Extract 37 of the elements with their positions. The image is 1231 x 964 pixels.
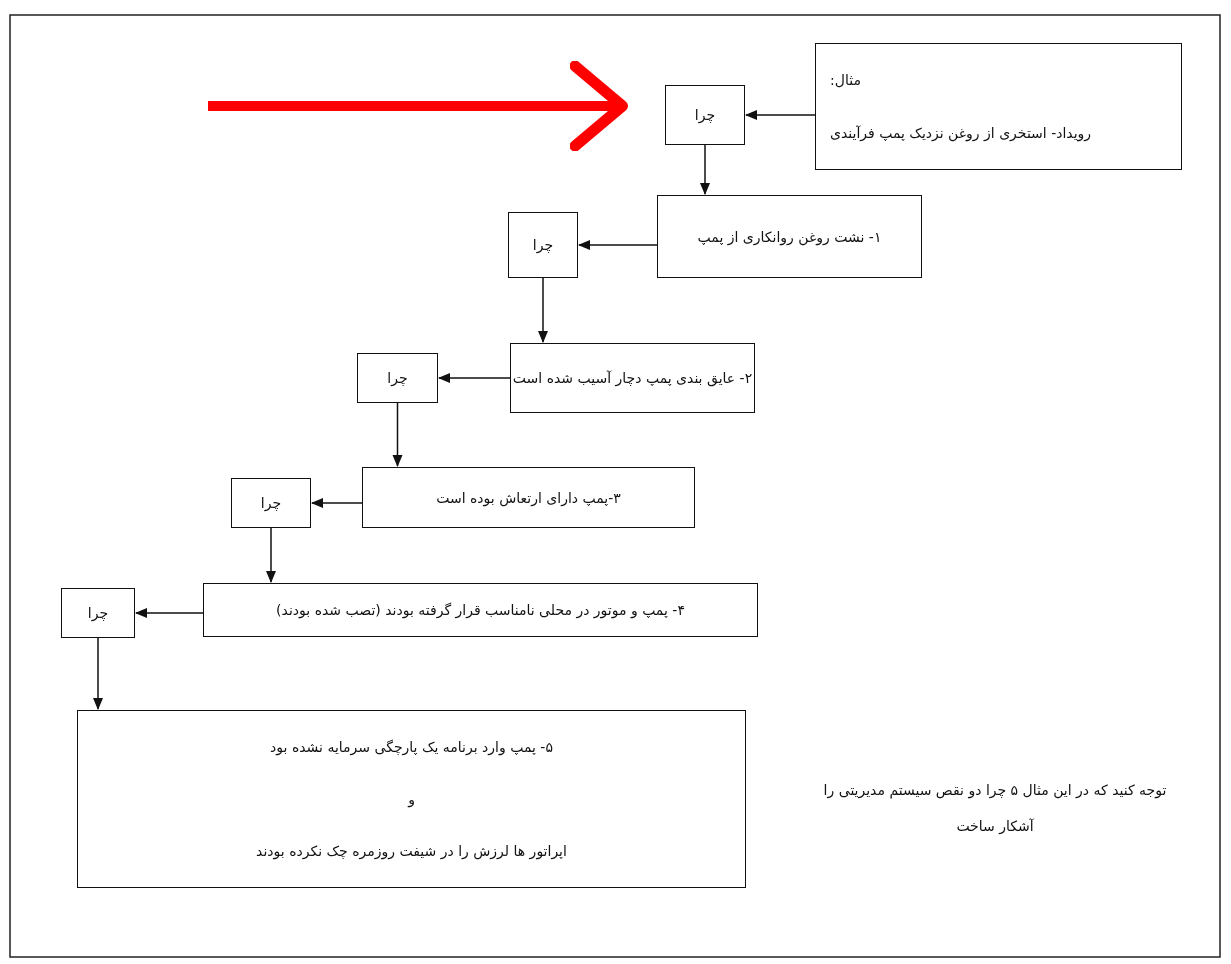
box-text: و — [408, 791, 415, 807]
cause-box — [362, 467, 695, 528]
arrow — [438, 373, 511, 383]
question-box — [665, 85, 745, 145]
question-box — [357, 353, 438, 403]
box-text: چرا — [87, 605, 109, 621]
question-box — [231, 478, 311, 528]
question-box — [508, 212, 578, 278]
arrow — [578, 240, 658, 250]
box-text: رویداد- استخری از روغن نزدیک پمپ فرآیندی — [830, 124, 1092, 141]
box-text: مثال: — [830, 72, 861, 89]
note-text: توجه کنید که در این مثال ۵ چرا دو نقص سیستم مدیریتی را آشکار ساخت — [822, 781, 1168, 837]
cause-box — [815, 43, 1182, 170]
arrow — [392, 402, 403, 467]
box-text: ۱- نشت روغن روانکاری از پمپ — [697, 228, 882, 245]
box-text: چرا — [694, 107, 716, 123]
arrow — [311, 498, 363, 508]
box-text: ۲- عایق بندی پمپ دچار آسیب شده است — [512, 370, 753, 386]
arrow — [266, 527, 276, 583]
box-text: چرا — [532, 237, 554, 253]
arrow — [135, 608, 204, 618]
box-text: چرا — [387, 370, 408, 386]
box-text: ۴- پمپ و موتور در محلی نامناسب قرار گرفته بودند (تصب شده بودند) — [276, 602, 685, 618]
cause-box — [510, 343, 755, 413]
box-text: چرا — [260, 495, 282, 511]
arrow — [208, 60, 628, 152]
arrow — [745, 110, 816, 120]
arrow — [538, 277, 548, 343]
box-text: ۵- پمپ وارد برنامه یک پارچگی سرمایه نشده بود — [270, 739, 553, 755]
box-text: اپراتور ها لرزش را در شیفت روزمره چک نکرده بودند — [256, 843, 567, 859]
cause-box — [203, 583, 758, 637]
box-text: ۳-پمپ دارای ارتعاش بوده است — [436, 489, 621, 506]
arrow — [700, 144, 710, 195]
cause-box — [657, 195, 922, 278]
cause-box — [77, 710, 746, 888]
question-box — [61, 588, 135, 638]
arrow — [93, 637, 103, 710]
